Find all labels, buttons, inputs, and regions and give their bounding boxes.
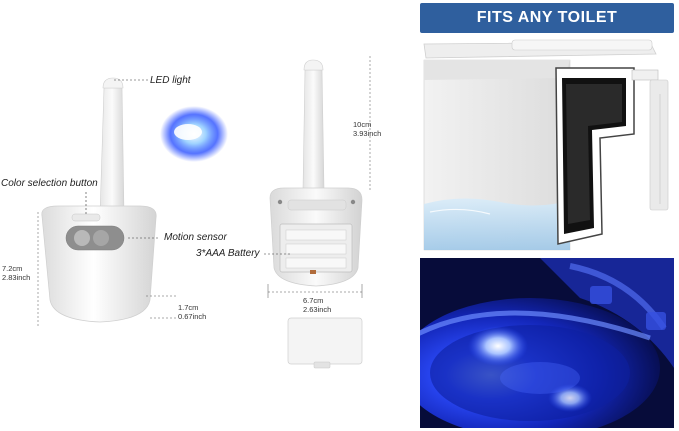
toilet-fit-diagram xyxy=(420,34,674,254)
height-dimension: 7.2cm 2.83inch xyxy=(2,264,31,282)
motion-sensor-label: Motion sensor xyxy=(164,232,227,243)
color-selection-label: Color selection button xyxy=(1,178,98,189)
color-selection-button-shape xyxy=(71,213,101,222)
sensor-body xyxy=(41,205,157,323)
led-light-label: LED light xyxy=(150,75,191,86)
arm-dimension: 10cm 3.93inch xyxy=(353,120,382,138)
fits-any-toilet-banner: FITS ANY TOILET xyxy=(420,3,674,33)
product-front-view xyxy=(37,77,228,326)
toilet-night-light-photo xyxy=(420,258,674,428)
width-dimension: 6.7cm 2.63inch xyxy=(303,296,332,314)
depth-dimension: 1.7cm 0.67inch xyxy=(178,303,207,321)
sensor-arm xyxy=(99,87,125,216)
banner-title: FITS ANY TOILET xyxy=(476,9,618,26)
product-back-view xyxy=(264,56,371,369)
battery-label: 3*AAA Battery xyxy=(196,248,260,259)
battery-cover xyxy=(287,317,363,365)
led-light-spot xyxy=(468,326,528,366)
